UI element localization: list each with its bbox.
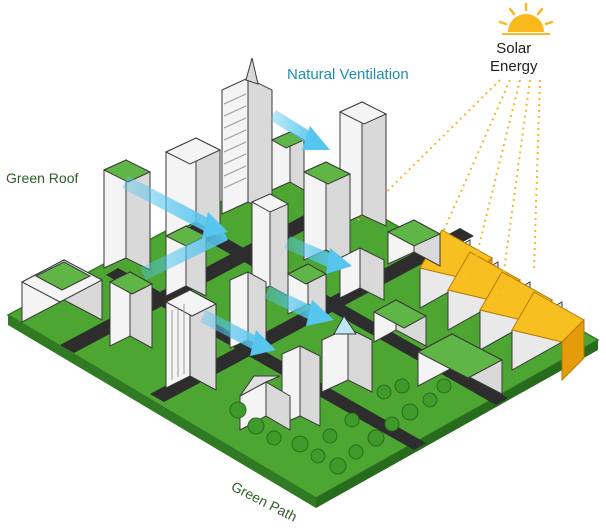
building-glass-roof (321, 315, 373, 393)
park-trees (229, 378, 452, 475)
building-green-roof (102, 159, 152, 271)
solar-house (511, 291, 585, 382)
building-green-roof (108, 271, 154, 349)
building-green-roof (386, 219, 442, 267)
sun-icon (498, 2, 554, 35)
building-green-roof (270, 131, 306, 191)
green-roof-label: Green Roof (6, 170, 79, 186)
arrow-right-icon (200, 310, 276, 356)
ground-platform (6, 164, 600, 508)
building-green-roof (372, 299, 428, 347)
building-green-roof (286, 263, 328, 315)
solar-energy-label: Solar Energy (490, 40, 538, 76)
airflow-arrows (122, 110, 352, 356)
arrow-right-icon (264, 286, 334, 326)
arrow-right-icon (140, 228, 228, 280)
arrow-right-icon (284, 236, 352, 274)
solar-label-line1: Solar (496, 40, 532, 57)
arrow-right-icon (270, 110, 330, 150)
tall-tower (221, 57, 273, 215)
natural-ventilation-label: Natural Ventilation (287, 66, 409, 83)
building-green-roof (302, 161, 352, 263)
building-green-roof (20, 259, 104, 323)
building-green-roof (416, 333, 504, 395)
house (239, 375, 291, 431)
building (164, 289, 218, 391)
solar-label-line2: Energy (490, 58, 538, 75)
sun-rays (357, 79, 541, 301)
